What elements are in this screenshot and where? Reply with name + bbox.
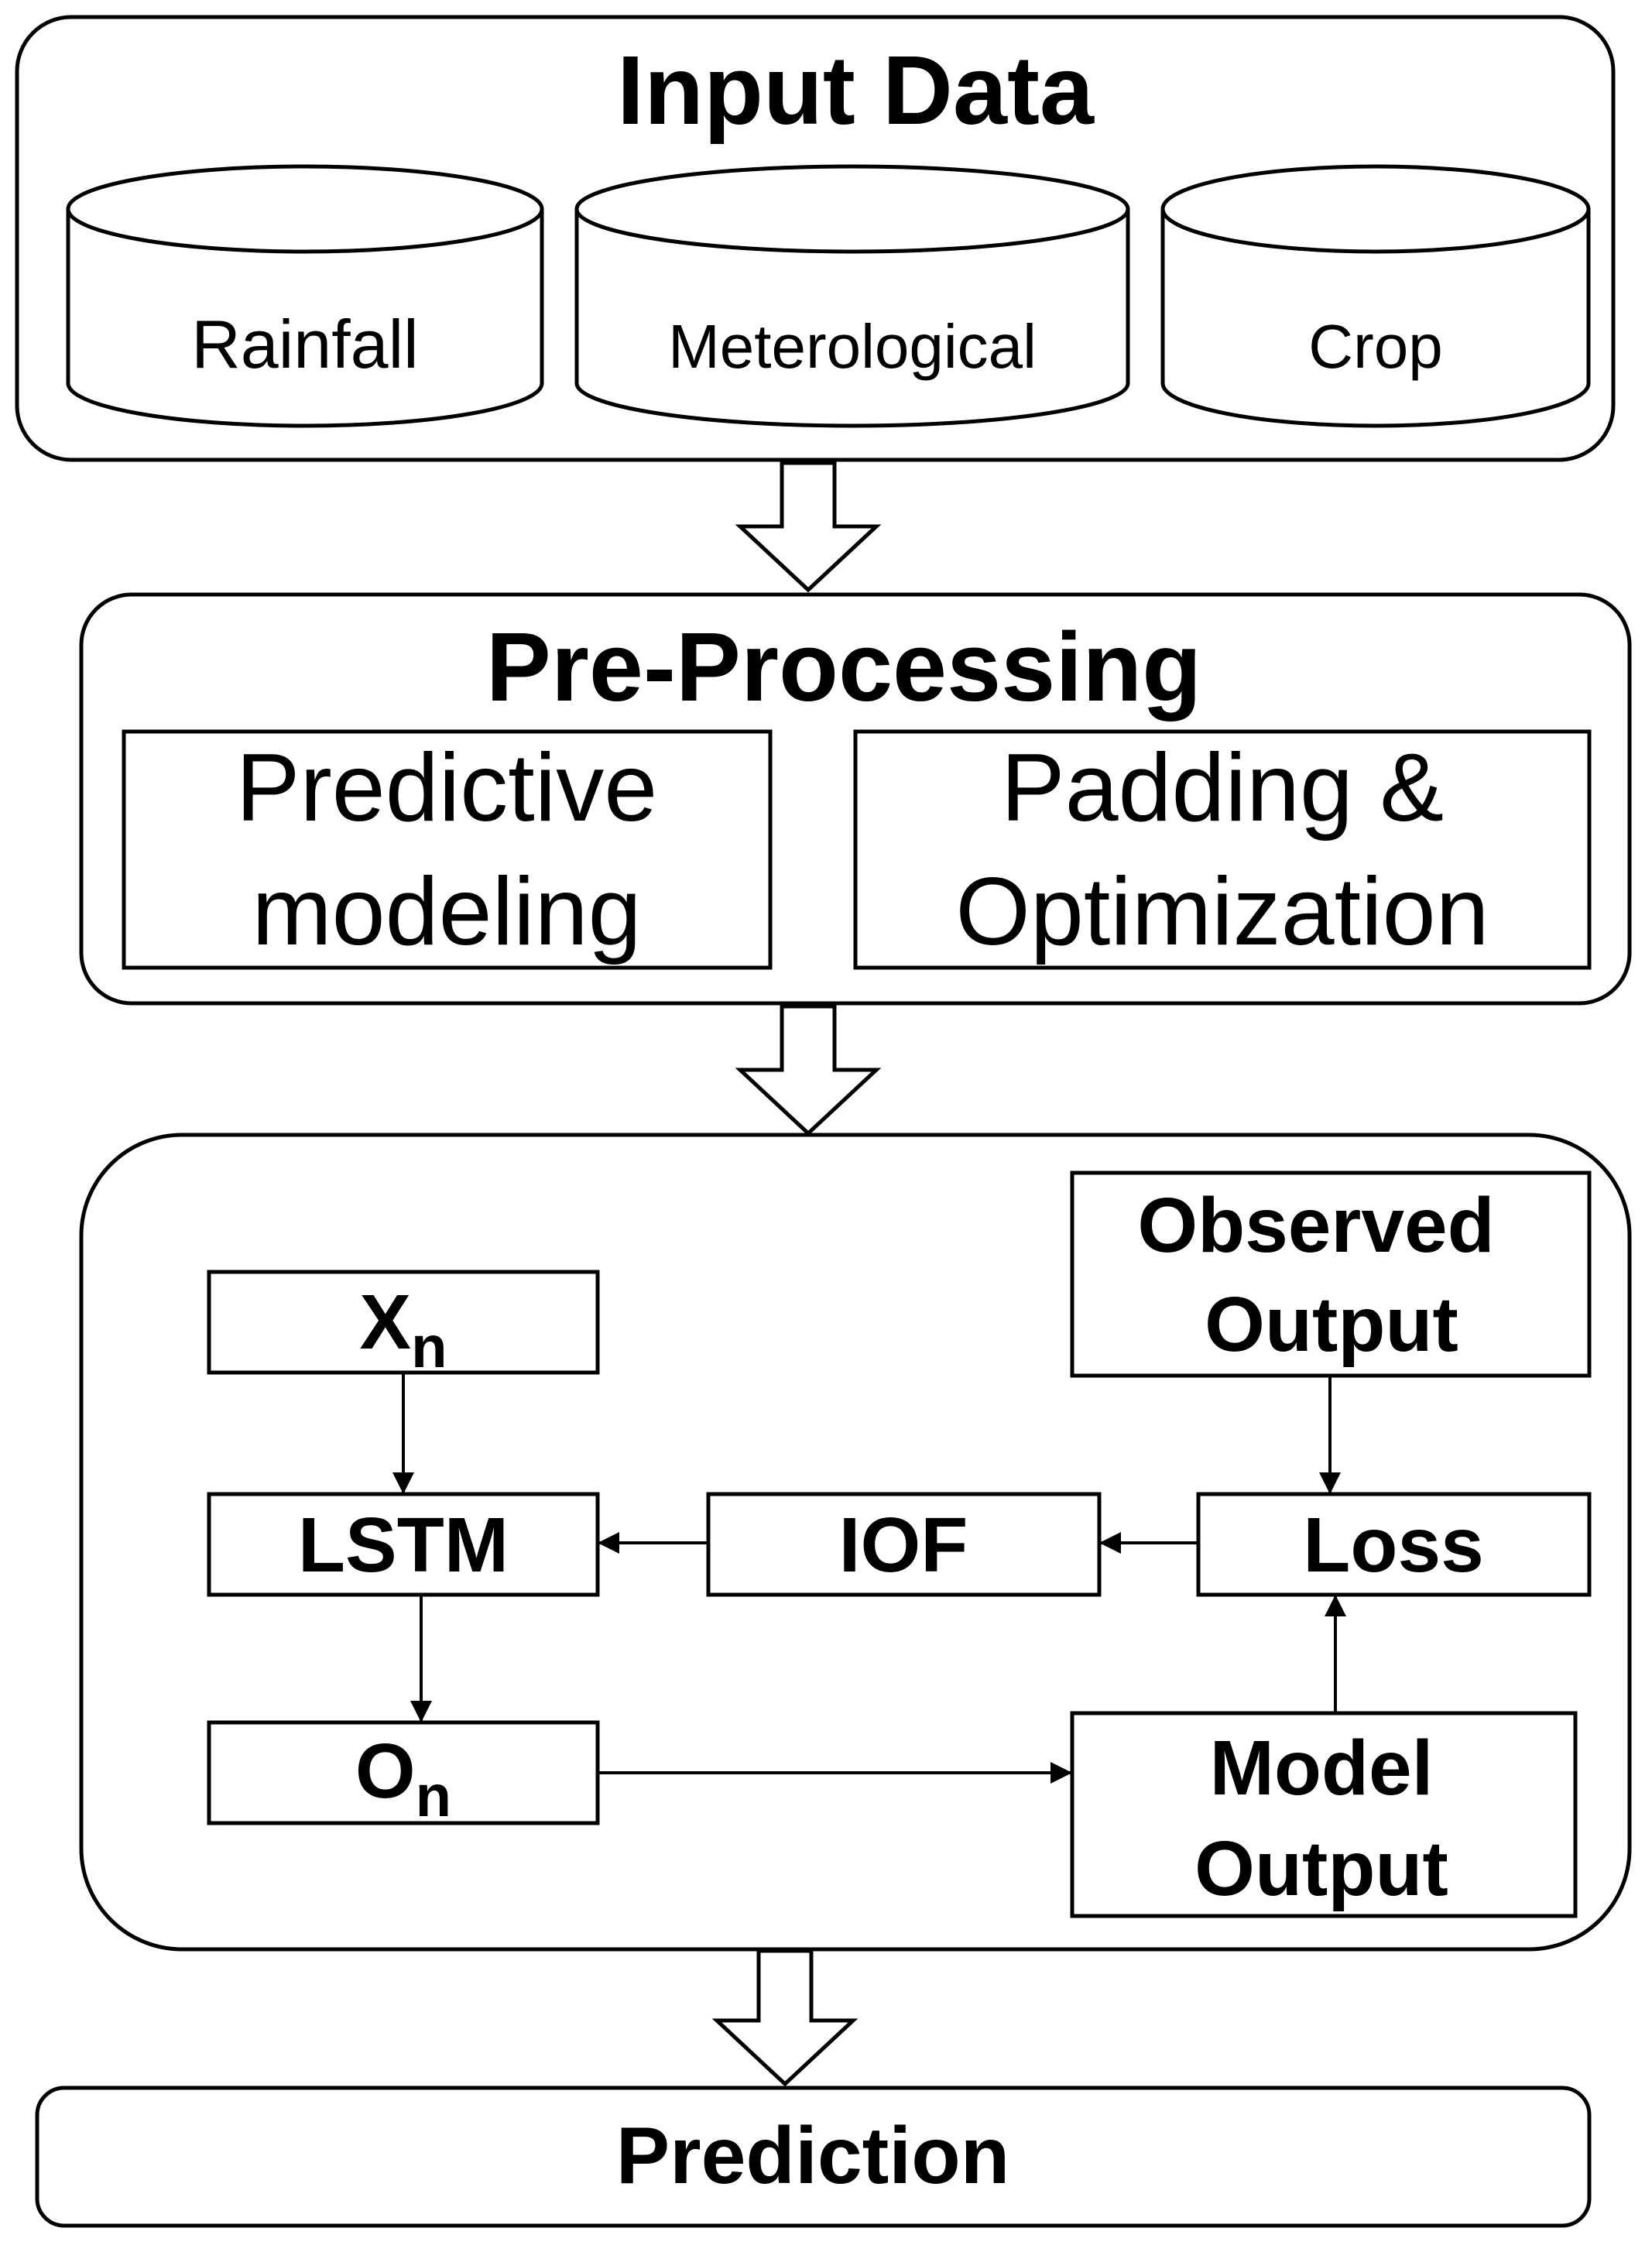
rainfall-database: Rainfall [66, 164, 544, 428]
crop-label: Crop [1308, 312, 1442, 381]
prediction-box [35, 2086, 1592, 2228]
model-section: Xn LSTM On IOF Loss Observed Output Mode… [79, 1133, 1632, 1952]
prediction-section: Prediction [35, 2086, 1592, 2228]
iof-label: IOF [839, 1502, 968, 1589]
observed-output-line2: Output [1205, 1281, 1458, 1368]
pre-processing-title: Pre-Processing [486, 612, 1201, 721]
input-data-section: Input Data Rainfall Meterological Crop [15, 15, 1616, 462]
predictive-modeling-line1: Predictive [236, 735, 657, 841]
iof-box [706, 1492, 1102, 1597]
meterological-label: Meterological [668, 312, 1037, 381]
predictive-modeling-line2: modeling [252, 859, 641, 965]
loss-box [1196, 1492, 1592, 1597]
flow-arrow-input-to-preprocessing [735, 461, 882, 593]
flow-arrow-preprocessing-to-model [735, 1004, 882, 1136]
rainfall-label: Rainfall [191, 306, 418, 382]
on-base: O [355, 1728, 416, 1815]
on-label: On [355, 1728, 451, 1829]
model-output-line1: Model [1210, 1725, 1434, 1811]
meterological-database: Meterological [574, 164, 1130, 428]
on-box [207, 1720, 600, 1825]
observed-output-box [1070, 1170, 1592, 1378]
model-output-line2: Output [1194, 1825, 1448, 1912]
xn-subscript: n [411, 1314, 447, 1380]
crop-database: Crop [1160, 164, 1591, 428]
predictive-modeling-box [122, 729, 773, 970]
padding-optimization-line2: Optimization [955, 859, 1489, 965]
on-subscript: n [416, 1763, 451, 1829]
xn-label: Xn [359, 1279, 447, 1380]
padding-optimization-box [853, 729, 1592, 970]
padding-optimization-line1: Padding & [1001, 735, 1444, 841]
observed-output-line1: Observed [1137, 1182, 1494, 1269]
pre-processing-section: Pre-Processing Predictive modeling Paddi… [79, 592, 1632, 1006]
flow-arrow-model-to-prediction [711, 1949, 859, 2087]
model-output-box [1070, 1711, 1578, 1918]
prediction-label: Prediction [616, 2111, 1010, 2201]
lstm-label: LSTM [298, 1502, 509, 1589]
xn-base: X [359, 1279, 411, 1366]
input-data-title: Input Data [617, 36, 1095, 145]
loss-label: Loss [1303, 1502, 1483, 1589]
lstm-box [207, 1492, 600, 1597]
